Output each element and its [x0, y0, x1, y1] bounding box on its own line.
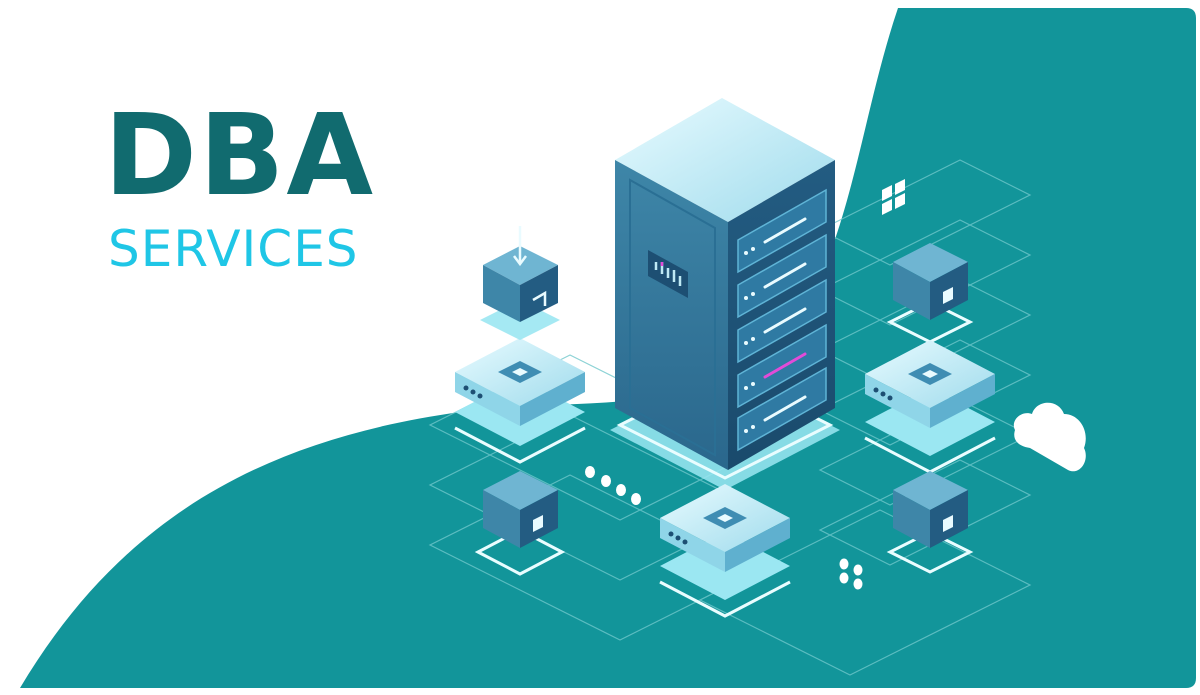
banner-subtitle: SERVICES: [108, 220, 359, 278]
cube-node-icon: [886, 243, 974, 344]
server-rack-icon: [610, 98, 840, 490]
hub-node-icon: [659, 484, 791, 618]
hub-node-icon: [454, 338, 586, 464]
cloud-icon: [1013, 402, 1086, 472]
title-block: DBA SERVICES: [104, 100, 375, 276]
cube-node-icon: [480, 226, 560, 340]
dots-icon: [585, 466, 863, 590]
cube-node-icon: [886, 471, 974, 574]
cube-node-icon: [474, 471, 566, 576]
hub-node-icon: [864, 340, 996, 474]
grid-icon: [882, 179, 905, 215]
banner-title: DBA: [104, 91, 376, 221]
